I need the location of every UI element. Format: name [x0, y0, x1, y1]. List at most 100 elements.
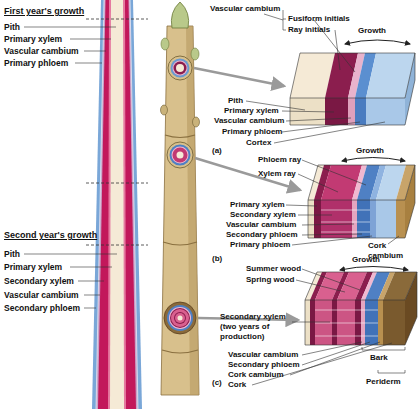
stem-profile — [96, 0, 104, 409]
part-label: Vascular cambium — [226, 220, 296, 230]
twig — [163, 242, 197, 245]
leader-line — [84, 51, 106, 52]
part-label: Spring wood — [246, 275, 294, 285]
part-label: Primary xylem — [4, 262, 62, 272]
cross-section — [168, 56, 192, 80]
part-label: Cortex — [246, 138, 271, 148]
twig — [191, 48, 199, 60]
growth-arrow — [342, 158, 405, 162]
part-label: Primary xylem — [4, 34, 62, 44]
part-label: Vascular cambium — [4, 46, 79, 56]
part-label: Secondary phloem — [226, 230, 298, 240]
leader-line — [298, 215, 332, 216]
leader-line — [388, 236, 399, 244]
tissue-block — [305, 272, 417, 345]
cross-section — [178, 316, 183, 321]
tissue-block — [308, 165, 415, 200]
part-label: Growth — [356, 146, 384, 156]
twig — [161, 26, 199, 395]
tissue-block — [308, 165, 415, 238]
leader-line — [296, 280, 345, 292]
tissue-block — [376, 200, 396, 238]
cross-section — [171, 59, 190, 78]
part-label: Secondary xylem — [230, 210, 296, 220]
cross-section — [170, 308, 190, 328]
part-label: Summer wood — [246, 264, 301, 274]
leader-line — [84, 295, 100, 296]
part-label: Pith — [228, 96, 243, 106]
growth-arrow — [340, 267, 408, 271]
section-line — [86, 19, 148, 245]
cross-section — [170, 145, 191, 166]
leader-line — [282, 122, 360, 132]
leader-line — [78, 281, 104, 282]
tissue-block — [337, 300, 355, 345]
part-label: Second year's growth — [4, 230, 97, 240]
leader-line — [84, 308, 96, 309]
part-label: First year's growth — [4, 6, 84, 16]
part-label: Primary phloem — [230, 240, 290, 250]
leader-line — [298, 174, 338, 192]
part-label: Secondary xylem — [4, 276, 74, 286]
tissue-block — [383, 300, 405, 345]
tissue-block — [378, 300, 383, 345]
stem-profile — [98, 0, 136, 409]
stem-profile — [96, 0, 138, 409]
section-line — [86, 245, 148, 246]
tissue-block — [332, 300, 337, 345]
twig — [193, 117, 200, 127]
panel-letter: (a) — [212, 146, 222, 156]
leader-line — [283, 30, 286, 31]
tissue-block — [315, 300, 332, 345]
twig — [161, 105, 168, 115]
tissue-block — [325, 98, 348, 125]
tissue-block — [321, 222, 370, 223]
stem-profile — [130, 0, 138, 409]
leader-line — [282, 111, 334, 112]
part-label: Vascular cambium — [214, 116, 284, 126]
leader-line — [246, 10, 405, 385]
stem-profile — [92, 0, 142, 409]
stem-profile — [108, 0, 126, 409]
tissue-block — [308, 165, 415, 238]
tissue-block — [305, 300, 310, 345]
part-label: Cork — [228, 380, 246, 390]
tissue-block — [315, 336, 378, 337]
leader-line — [70, 39, 111, 40]
leader-line — [302, 224, 354, 225]
stem-profile — [110, 0, 124, 409]
leader-line — [302, 160, 366, 185]
tissue-block — [308, 165, 415, 200]
panel-letter: (b) — [212, 254, 222, 264]
leader-line — [283, 19, 286, 20]
cross-section — [164, 56, 196, 334]
cross-section — [164, 302, 196, 334]
part-label: Xylem ray — [258, 169, 296, 179]
cross-section — [176, 64, 184, 72]
leader-line — [302, 342, 370, 365]
panel-letter: (c) — [212, 378, 222, 388]
leader-line — [302, 234, 362, 235]
part-label: Secondary xylem (two years of production… — [220, 312, 292, 342]
cross-section — [167, 305, 193, 331]
part-label: Primary phloem — [4, 58, 68, 68]
leader-line — [24, 254, 117, 255]
part-label: Primary xylem — [230, 200, 285, 210]
cross-section — [173, 61, 188, 76]
part-label: Ray initials — [288, 25, 330, 35]
stem-profile — [92, 0, 142, 409]
growth-arrow — [340, 40, 410, 270]
twig — [171, 2, 188, 28]
tissue-block — [405, 272, 417, 345]
cross-section — [177, 152, 184, 159]
part-label: Primary xylem — [224, 106, 279, 116]
tissue-block — [405, 165, 415, 238]
part-label: Fusiform initials — [288, 14, 350, 24]
tissue-block — [366, 98, 405, 125]
part-label: Cork cambium — [228, 370, 284, 380]
tissue-block — [290, 53, 415, 98]
part-label: Vascular cambium — [228, 350, 298, 360]
leader-line — [70, 267, 112, 268]
tissue-block — [355, 300, 361, 345]
tissue-block — [365, 300, 378, 345]
